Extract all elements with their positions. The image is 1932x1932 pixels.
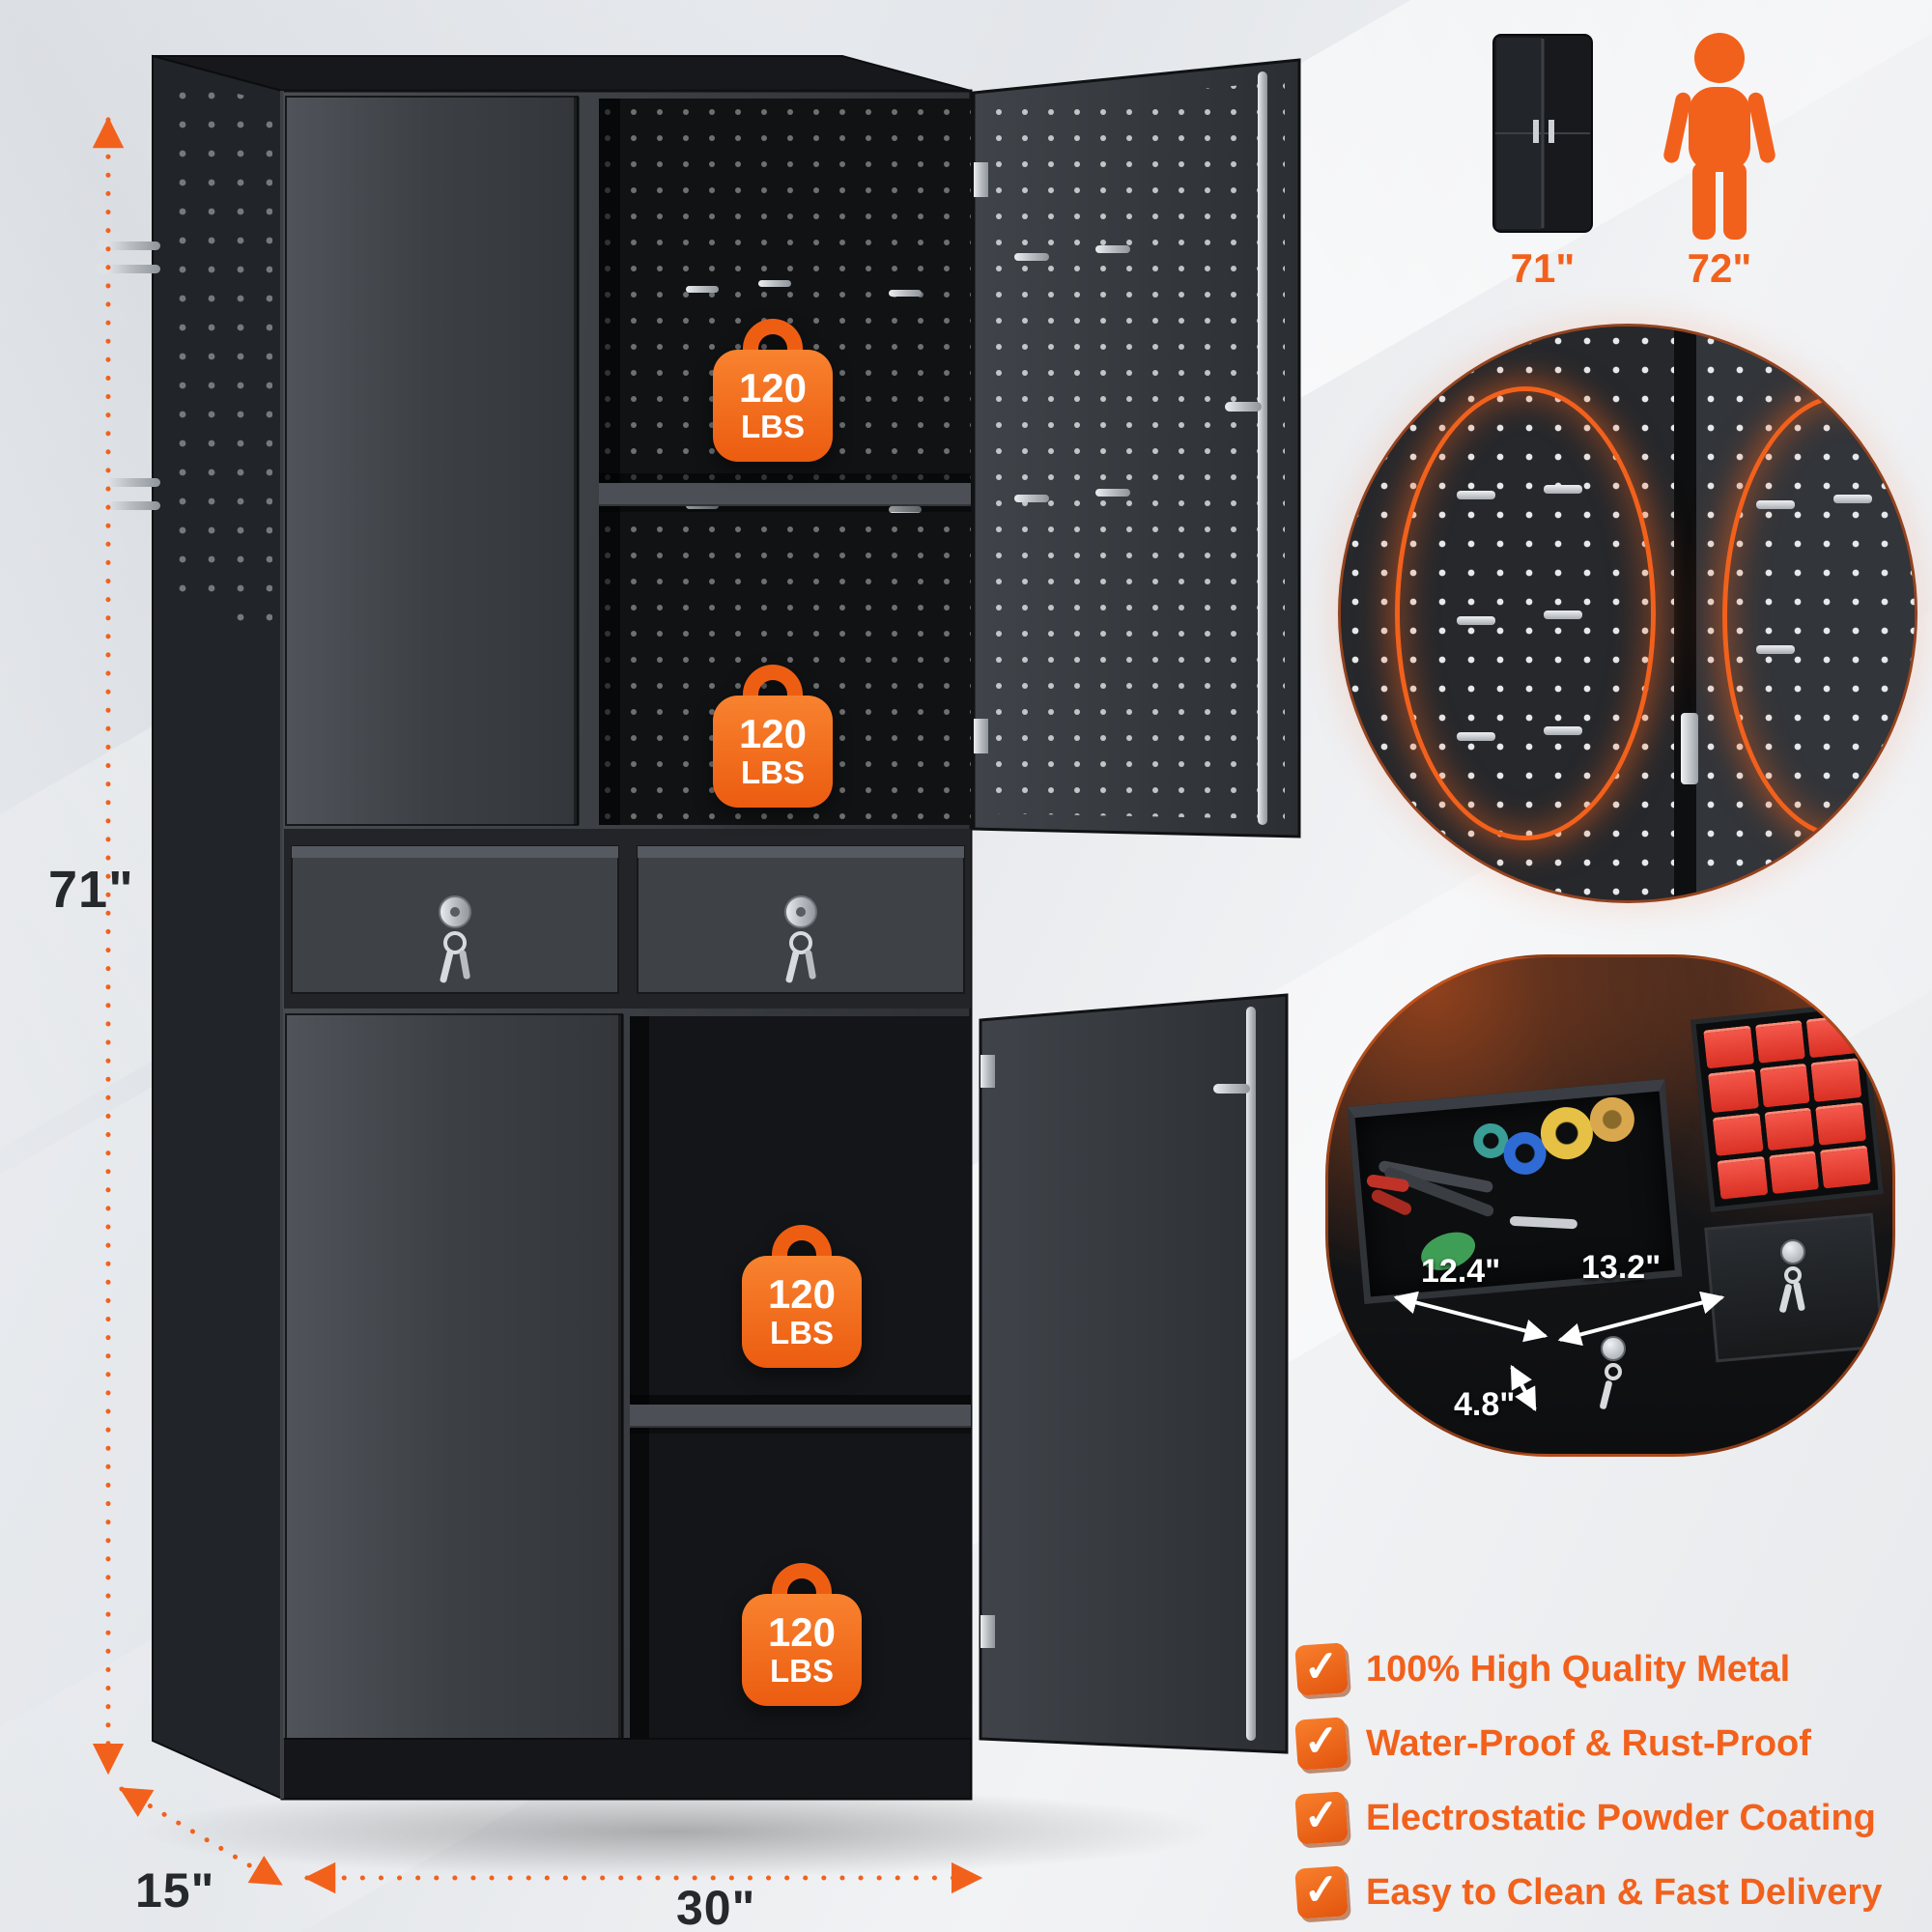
feature-label: Electrostatic Powder Coating xyxy=(1366,1797,1876,1838)
drawer-depth-label: 4.8" xyxy=(1454,1386,1516,1423)
pegboard-hook-icon xyxy=(1756,645,1795,654)
check-icon: ✓ xyxy=(1294,1791,1349,1845)
locking-rod xyxy=(1258,71,1267,825)
height-dimension-label: 71" xyxy=(48,861,134,919)
door-handle xyxy=(1225,402,1262,412)
shelf xyxy=(599,483,971,506)
pegboard-hook-icon xyxy=(1544,726,1582,735)
drawer-band xyxy=(282,829,971,1009)
hinge-icon xyxy=(980,1055,995,1088)
upper-compartment xyxy=(599,99,971,825)
pegboard-hook-icon xyxy=(1833,495,1872,503)
width-dimension-label: 30" xyxy=(676,1881,756,1932)
feature-label: Easy to Clean & Fast Delivery xyxy=(1366,1871,1883,1913)
size-comparison-cabinet-icon xyxy=(1492,34,1593,233)
drawer-lock-icon xyxy=(784,895,817,983)
upper-left-door xyxy=(285,96,579,826)
drawer-detail-inset: 12.4" 13.2" 4.8" xyxy=(1325,954,1895,1457)
cabinet-height-label: 71" xyxy=(1510,245,1576,291)
side-hook-icon xyxy=(97,240,160,274)
floor-shadow xyxy=(135,1785,1217,1878)
drawer-width-label-left: 12.4" xyxy=(1421,1253,1501,1290)
shelf xyxy=(630,1405,971,1428)
check-icon: ✓ xyxy=(1294,1642,1349,1696)
side-pegboard xyxy=(164,75,272,638)
upper-open-door xyxy=(972,58,1301,838)
pegboard-highlight-left xyxy=(1395,386,1656,840)
drawer-measurement-arrows xyxy=(1393,1291,1725,1412)
feature-label: Water-Proof & Rust-Proof xyxy=(1366,1722,1811,1764)
hinge-icon xyxy=(1681,713,1698,784)
feature-row: ✓ Water-Proof & Rust-Proof xyxy=(1294,1717,1811,1771)
feature-row: ✓ Electrostatic Powder Coating xyxy=(1294,1791,1876,1845)
shelf-shadow xyxy=(630,1395,971,1406)
pegboard-hook-icon xyxy=(1457,732,1495,741)
drawer-width-label-right: 13.2" xyxy=(1581,1249,1662,1286)
cabinet-base xyxy=(281,1738,972,1800)
key-icon xyxy=(1784,1266,1802,1284)
pegboard-hook-icon xyxy=(1457,616,1495,625)
pegboard-hook-icon xyxy=(1544,485,1582,494)
side-hook-icon xyxy=(97,476,160,511)
locking-rod xyxy=(1246,1007,1256,1741)
shelf-shadow xyxy=(599,473,971,485)
feature-row: ✓ 100% High Quality Metal xyxy=(1294,1642,1791,1696)
depth-dimension-line xyxy=(119,1786,283,1887)
hinge-icon xyxy=(974,719,988,753)
drawer-lock-icon xyxy=(439,895,471,983)
pegboard-hook-icon xyxy=(1756,500,1795,509)
size-comparison-person-icon xyxy=(1663,33,1776,240)
lower-open-door xyxy=(979,993,1289,1754)
lock-icon xyxy=(1780,1239,1805,1264)
door-handle xyxy=(1213,1084,1250,1094)
depth-dimension-label: 15" xyxy=(135,1863,215,1918)
key-icon xyxy=(1605,1363,1622,1380)
pegboard-hook-icon xyxy=(1544,611,1582,619)
feature-row: ✓ Easy to Clean & Fast Delivery xyxy=(1294,1865,1883,1919)
check-icon: ✓ xyxy=(1294,1717,1349,1771)
pegboard-hook-icon xyxy=(1457,491,1495,499)
check-icon: ✓ xyxy=(1294,1865,1349,1919)
cabinet-top-face xyxy=(152,55,972,92)
feature-label: 100% High Quality Metal xyxy=(1366,1648,1791,1690)
person-height-label: 72" xyxy=(1687,245,1752,291)
pegboard-hook-icon xyxy=(1014,245,1130,502)
panel-divider xyxy=(1673,327,1697,900)
hinge-icon xyxy=(980,1615,995,1648)
hinge-icon xyxy=(974,162,988,197)
lower-left-door xyxy=(285,1013,623,1742)
pegboard-detail-inset xyxy=(1338,324,1918,903)
